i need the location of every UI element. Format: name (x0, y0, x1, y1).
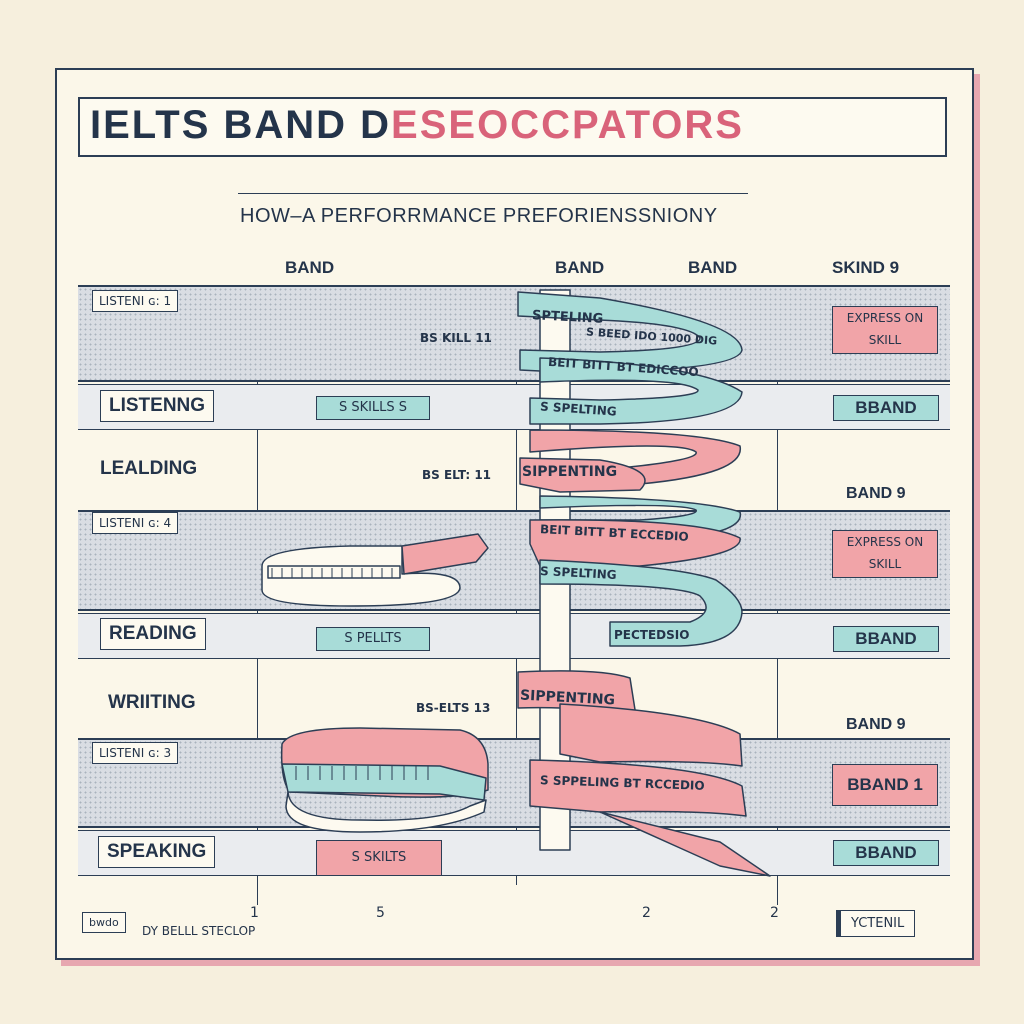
column-header-2: BAND (555, 258, 605, 277)
subtitle-rule (238, 193, 748, 194)
row-2-heading: LEALDING (100, 458, 198, 479)
row-3-right-band: BBAND (833, 840, 939, 866)
row-2-bs-label: BS ELT: 11 (422, 468, 492, 482)
row-3-skill-label: SPEAKING (98, 836, 216, 868)
row-2-small-label: LISTENI ɢ: 4 (92, 512, 179, 534)
row-3-skills-box: S SKILTS (316, 840, 442, 876)
row-3-band-heading: BAND 9 (846, 716, 906, 733)
column-header-4: SKIND 9 (832, 258, 900, 277)
row-1-right-band: BBAND (833, 395, 939, 421)
ribbon-label-8: PECTEDSIO (614, 628, 690, 642)
column-header-3: BAND (688, 258, 738, 277)
row-3-lower-strip (78, 830, 950, 876)
row-1-skill-label: LISTENNG (100, 390, 215, 422)
footer-left-box: bwdo (82, 912, 126, 933)
row-2-right-band: BBAND (833, 626, 939, 652)
title-main: IELTS BAND D (90, 103, 392, 147)
footer-credit: DY BELLL STECLOP (142, 924, 256, 938)
row-2-skills-box: S PELLTS (316, 627, 430, 651)
row-2-band-strip (78, 510, 950, 611)
row-3-heading: WRIITING (108, 692, 196, 713)
row-3-band-strip (78, 738, 950, 828)
row-1-band-strip (78, 285, 950, 382)
row-2-right-box: EXPRESS ON SKILL (832, 530, 938, 578)
ribbon-label-5: SIPPENTING (522, 464, 618, 480)
axis-number-4: 2 (770, 905, 779, 921)
row-2-lower-strip (78, 613, 950, 659)
row-3-bs-label: BS-ELTS 13 (416, 701, 491, 715)
row-1-small-label: LISTENI ɢ: 1 (92, 290, 179, 312)
axis-number-1: 1 (250, 905, 259, 921)
row-3-small-label: LISTENI ɢ: 3 (92, 742, 179, 764)
row-1-bs-label: BS KILL 11 (420, 331, 492, 345)
axis-number-3: 2 (642, 905, 651, 921)
footer-right-box: YCTENIL (840, 910, 916, 937)
poster-title: IELTS BAND DESEOCCPATORS (90, 103, 744, 148)
row-1-skills-box: S SKILLS S (316, 396, 430, 420)
row-2-band-heading: BAND 9 (846, 485, 906, 502)
title-accent: ESEOCCPATORS (391, 103, 744, 147)
row-2-skill-label: READING (100, 618, 206, 650)
axis-number-2: 5 (376, 905, 385, 921)
row-3-right-box: BBAND 1 (832, 764, 938, 806)
row-1-lower-strip (78, 384, 950, 430)
row-1-right-box: EXPRESS ON SKILL (832, 306, 938, 354)
title-frame (78, 97, 947, 157)
subtitle: HOW–A PERFORRMANCE PREFORIENSSNIONY (240, 205, 718, 227)
column-header-1: BAND (285, 258, 335, 277)
